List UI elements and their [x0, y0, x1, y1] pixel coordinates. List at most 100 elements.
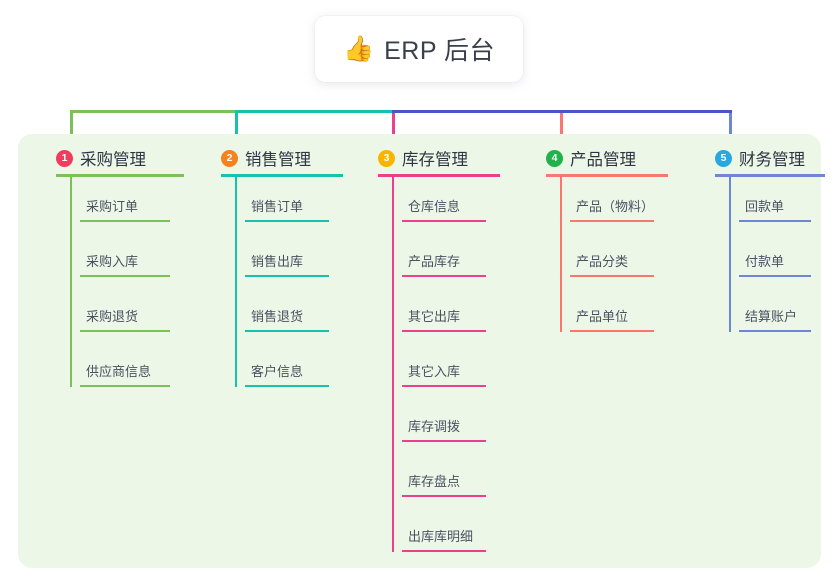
branch-item-underline	[402, 385, 486, 387]
branch-item-underline	[402, 330, 486, 332]
branch-header-3[interactable]: 3 库存管理	[378, 146, 468, 170]
branch-item-underline	[739, 275, 811, 277]
branch-item-underline	[570, 330, 654, 332]
branch-item[interactable]: 结算账户	[739, 306, 811, 332]
branch-header-4[interactable]: 4 产品管理	[546, 146, 636, 170]
connector-rail-segment-3	[392, 110, 732, 113]
branch-item-underline	[245, 330, 329, 332]
branch-item[interactable]: 销售出库	[245, 251, 329, 277]
branch-item-label: 库存盘点	[408, 474, 461, 489]
branch-item-underline	[245, 385, 329, 387]
root-node-erp-backend[interactable]: 👍 ERP 后台	[315, 16, 523, 82]
branches-panel: 1 采购管理采购订单采购入库采购退货供应商信息 2 销售管理销售订单销售出库销售退货客…	[18, 134, 825, 568]
branch-item[interactable]: 回款单	[739, 196, 811, 222]
branch-item-label: 产品（物料）	[576, 199, 655, 214]
branch-item-label: 库存调拨	[408, 419, 461, 434]
branch-item-label: 结算账户	[745, 309, 798, 324]
branch-item[interactable]: 仓库信息	[402, 196, 486, 222]
branch-number-badge-4: 4	[546, 149, 563, 167]
branch-underline-5	[715, 174, 825, 177]
branch-item-underline	[402, 550, 486, 552]
branch-item-label: 产品单位	[576, 309, 629, 324]
branch-item[interactable]: 采购入库	[80, 251, 170, 277]
branch-item-underline	[80, 330, 170, 332]
branch-number-badge-1: 1	[56, 149, 73, 167]
root-node-content: 👍 ERP 后台	[343, 31, 495, 67]
branch-item-underline	[80, 220, 170, 222]
connector-drop-5	[729, 113, 732, 145]
branch-item[interactable]: 供应商信息	[80, 361, 170, 387]
branch-item[interactable]: 库存盘点	[402, 471, 486, 497]
branch-number-badge-2: 2	[221, 149, 238, 167]
branch-item-label: 采购订单	[86, 199, 139, 214]
connector-rail-segment-2	[235, 110, 395, 113]
connector-drop-1	[70, 113, 73, 145]
branch-item-label: 客户信息	[251, 364, 304, 379]
branch-item-underline	[570, 275, 654, 277]
branch-item[interactable]: 库存调拨	[402, 416, 486, 442]
branch-number-badge-5: 5	[715, 149, 732, 167]
branch-item-label: 仓库信息	[408, 199, 461, 214]
thumbs-up-icon: 👍	[342, 34, 375, 63]
branch-header-2[interactable]: 2 销售管理	[221, 146, 311, 170]
branch-item-underline	[80, 385, 170, 387]
branch-underline-4	[546, 174, 668, 177]
connector-drop-2	[235, 113, 238, 145]
branch-item[interactable]: 产品库存	[402, 251, 486, 277]
branch-item-label: 销售订单	[251, 199, 304, 214]
branch-header-5[interactable]: 5 财务管理	[715, 146, 805, 170]
branch-title-4: 产品管理	[570, 151, 636, 169]
branch-item-label: 采购退货	[86, 309, 139, 324]
branch-item-underline	[739, 220, 811, 222]
branch-number-badge-3: 3	[378, 149, 395, 167]
branch-underline-2	[221, 174, 343, 177]
branch-item[interactable]: 产品单位	[570, 306, 654, 332]
branch-item[interactable]: 销售退货	[245, 306, 329, 332]
branch-title-3: 库存管理	[402, 151, 468, 169]
branch-title-2: 销售管理	[245, 151, 311, 169]
branch-item-label: 供应商信息	[86, 364, 152, 379]
connector-rail-segment-1	[70, 110, 238, 113]
branch-item-label: 其它出库	[408, 309, 461, 324]
branch-underline-1	[56, 174, 184, 177]
branch-title-1: 采购管理	[80, 151, 146, 169]
branch-item[interactable]: 产品分类	[570, 251, 654, 277]
branch-item-underline	[80, 275, 170, 277]
branch-item-underline	[402, 440, 486, 442]
branch-item-label: 付款单	[745, 254, 785, 269]
branch-item[interactable]: 采购退货	[80, 306, 170, 332]
branch-item-label: 产品库存	[408, 254, 461, 269]
branch-item[interactable]: 客户信息	[245, 361, 329, 387]
branch-item[interactable]: 出库库明细	[402, 526, 486, 552]
branch-item[interactable]: 采购订单	[80, 196, 170, 222]
branch-item-label: 采购入库	[86, 254, 139, 269]
branch-item-label: 产品分类	[576, 254, 629, 269]
branch-item[interactable]: 产品（物料）	[570, 196, 654, 222]
connector-drop-4	[560, 113, 563, 145]
branch-item[interactable]: 付款单	[739, 251, 811, 277]
branch-item-underline	[402, 495, 486, 497]
branch-spine-5	[729, 177, 731, 332]
branch-item[interactable]: 其它入库	[402, 361, 486, 387]
branch-item-label: 回款单	[745, 199, 785, 214]
branch-spine-2	[235, 177, 237, 387]
branch-spine-4	[560, 177, 562, 332]
branch-item-label: 出库库明细	[408, 529, 474, 544]
branch-item-label: 销售退货	[251, 309, 304, 324]
branch-header-1[interactable]: 1 采购管理	[56, 146, 146, 170]
branch-title-5: 财务管理	[739, 151, 805, 169]
branch-item-underline	[739, 330, 811, 332]
branch-spine-1	[70, 177, 72, 387]
branch-item[interactable]: 销售订单	[245, 196, 329, 222]
branch-item-underline	[570, 220, 654, 222]
branch-item-label: 其它入库	[408, 364, 461, 379]
branch-item-underline	[245, 275, 329, 277]
branch-item[interactable]: 其它出库	[402, 306, 486, 332]
branch-spine-3	[392, 177, 394, 552]
branch-item-underline	[402, 275, 486, 277]
branch-underline-3	[378, 174, 500, 177]
branch-item-underline	[402, 220, 486, 222]
connector-drop-3	[392, 113, 395, 145]
root-node-title: ERP 后台	[384, 37, 496, 65]
